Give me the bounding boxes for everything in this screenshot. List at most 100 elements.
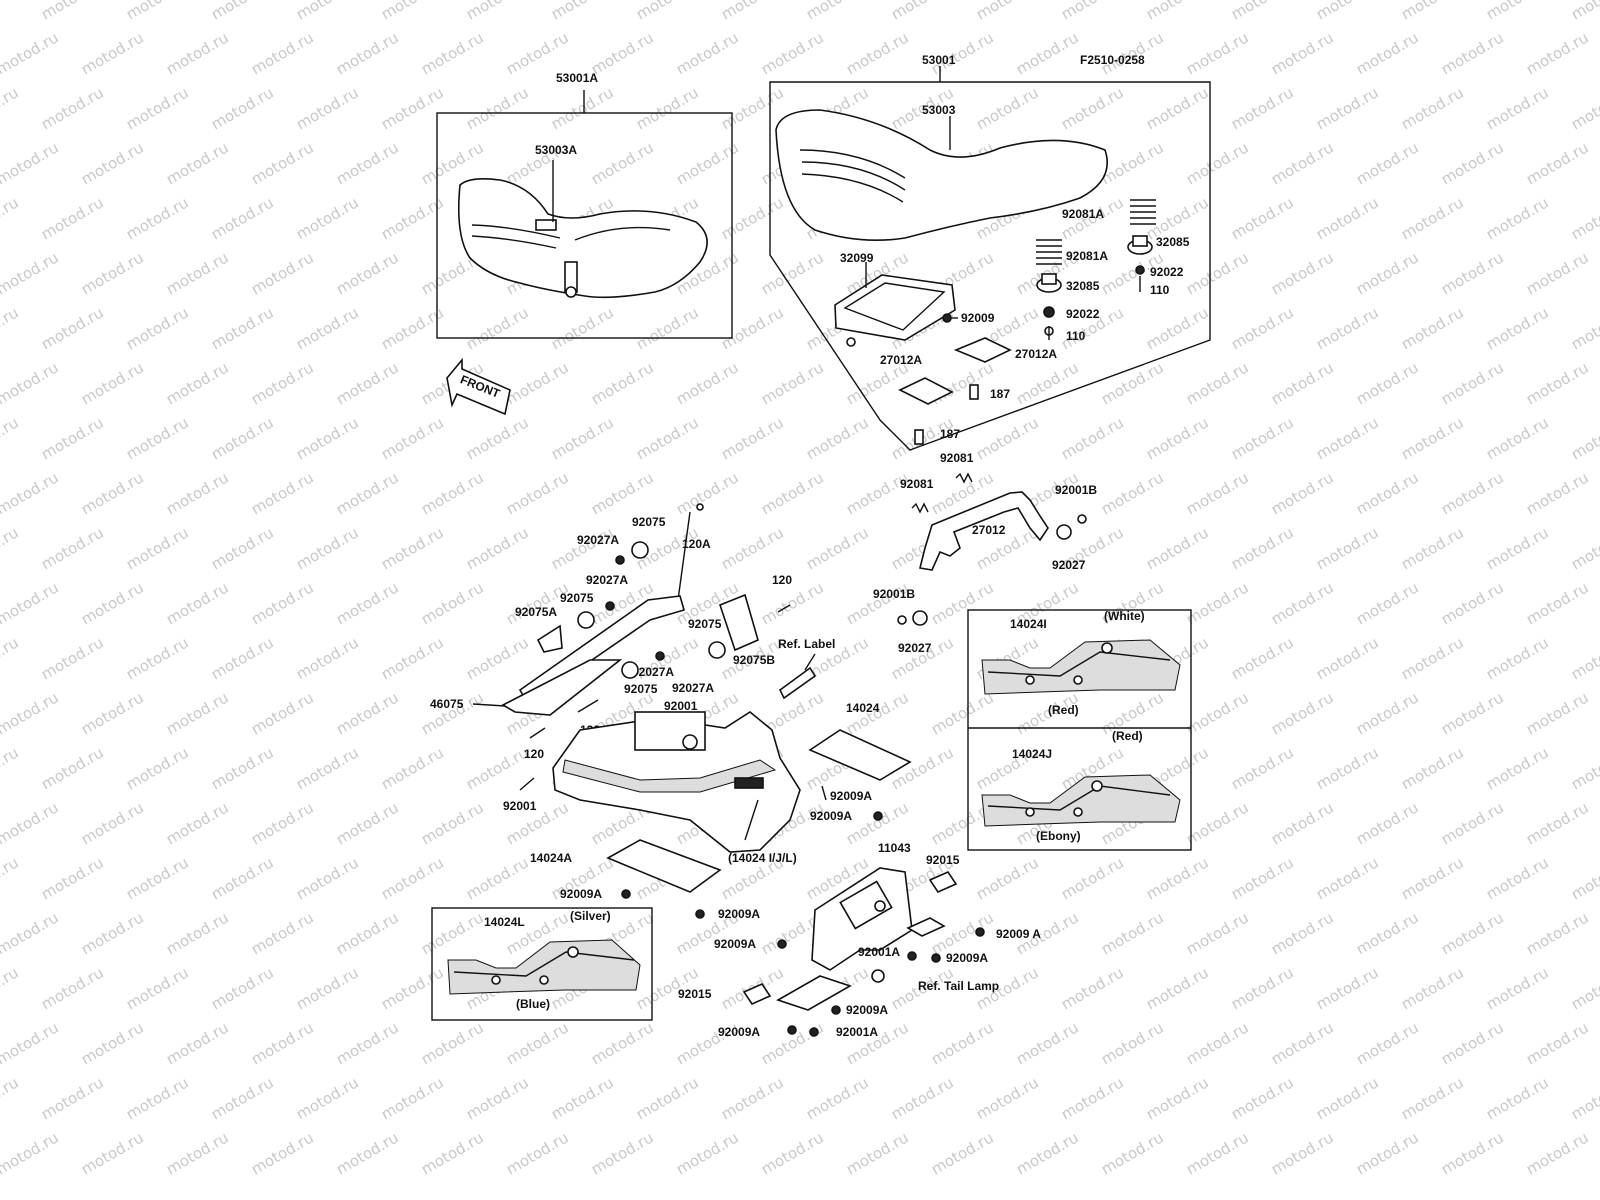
watermark-text: motod.ru (1228, 1073, 1297, 1123)
watermark-text: motod.ru (633, 83, 702, 133)
watermark-text: motod.ru (1483, 853, 1552, 903)
watermark-text: motod.ru (293, 0, 362, 23)
label-92001-2: 92001 (503, 799, 537, 813)
watermark-text: motod.ru (633, 413, 702, 463)
watermark-text: motod.ru (1313, 1073, 1382, 1123)
label-92081-2: 92081 (900, 477, 934, 491)
label-14024-ijl: (14024 I/J/L) (728, 851, 797, 865)
plate-46075 (501, 659, 623, 716)
watermark-text: motod.ru (1523, 248, 1592, 298)
watermark-text: motod.ru (38, 0, 107, 23)
watermark-text: motod.ru (418, 578, 487, 628)
figure-id: F2510-0258 (1080, 53, 1145, 67)
watermark-text: motod.ru (1398, 83, 1467, 133)
watermark-text: motod.ru (208, 853, 277, 903)
label-14024j-bottom-color: (Ebony) (1036, 829, 1081, 843)
watermark-text: motod.ru (38, 743, 107, 793)
watermark-text: motod.ru (208, 303, 277, 353)
watermark-text: motod.ru (0, 303, 22, 353)
watermark-text: motod.ru (163, 908, 232, 958)
watermark-text: motod.ru (1438, 798, 1507, 848)
watermark-text: motod.ru (123, 83, 192, 133)
watermark-text: motod.ru (1398, 303, 1467, 353)
watermark-text: motod.ru (1313, 853, 1382, 903)
label-14024l-top-color: (Silver) (570, 909, 611, 923)
watermark-text: motod.ru (0, 83, 22, 133)
watermark-text: motod.ru (1268, 688, 1337, 738)
label-92001b-2: 92001B (873, 587, 915, 601)
watermark-text: motod.ru (1143, 303, 1212, 353)
watermark-text: motod.ru (333, 1128, 402, 1178)
watermark-text: motod.ru (588, 1128, 657, 1178)
watermark-text: motod.ru (1143, 963, 1212, 1013)
watermark-text: motod.ru (718, 523, 787, 573)
watermark-text: motod.ru (378, 0, 447, 23)
watermark-text: motod.ru (548, 413, 617, 463)
watermark-text: motod.ru (1483, 303, 1552, 353)
watermark-text: motod.ru (973, 1073, 1042, 1123)
watermark-text: motod.ru (163, 578, 232, 628)
watermark-text: motod.ru (1353, 798, 1422, 848)
watermark-text: motod.ru (843, 468, 912, 518)
label-ref-tail-lamp: Ref. Tail Lamp (918, 979, 999, 993)
label-92075-2: 92075 (560, 591, 594, 605)
label-14024i-top-color: (White) (1104, 609, 1145, 623)
watermark-text: motod.ru (1438, 468, 1507, 518)
label-92075-1: 92075 (632, 515, 666, 529)
watermark-text: motod.ru (718, 303, 787, 353)
watermark-text: motod.ru (1313, 193, 1382, 243)
variant-frame-l (431, 907, 653, 1021)
watermark-text: motod.ru (1228, 0, 1297, 23)
watermark-text: motod.ru (588, 358, 657, 408)
label-92027-2: 92027 (898, 641, 932, 655)
label-120a-1: 120A (682, 537, 711, 551)
watermark-text: motod.ru (333, 578, 402, 628)
watermark-text: motod.ru (1268, 908, 1337, 958)
variant-14024j: 14024J (Red) (Ebony) (981, 729, 1181, 843)
watermark-text: motod.ru (758, 578, 827, 628)
watermark-text: motod.ru (293, 303, 362, 353)
watermark-text: motod.ru (1353, 358, 1422, 408)
watermark-text: motod.ru (163, 1128, 232, 1178)
watermark-text: motod.ru (1183, 1018, 1252, 1068)
watermark-text: motod.ru (1313, 83, 1382, 133)
seat-a-icon (457, 178, 708, 299)
label-32085-1: 32085 (1156, 235, 1190, 249)
watermark-text: motod.ru (1183, 908, 1252, 958)
watermark-text: motod.ru (463, 743, 532, 793)
watermark-text: motod.ru (718, 0, 787, 23)
label-92001-1: 92001 (664, 699, 698, 713)
watermark-text: motod.ru (1058, 1073, 1127, 1123)
label-27012: 27012 (972, 523, 1006, 537)
watermark-text: motod.ru (0, 798, 62, 848)
watermark-text: motod.ru (418, 1128, 487, 1178)
watermark-text: motod.ru (503, 1128, 572, 1178)
label-92009a-8: 92009A (846, 1003, 888, 1017)
label-53001a: 53001A (556, 71, 598, 85)
watermark-text: motod.ru (293, 413, 362, 463)
label-92001a-1: 92001A (858, 945, 900, 959)
variant-14024i: 14024I (White) (Red) (981, 609, 1181, 717)
watermark-text: motod.ru (1398, 743, 1467, 793)
watermark-text: motod.ru (718, 193, 787, 243)
watermark-text: motod.ru (293, 853, 362, 903)
label-14024: 14024 (846, 701, 880, 715)
watermark-text: motod.ru (333, 28, 402, 78)
watermark-text: motod.ru (973, 0, 1042, 23)
label-92009a-6: 92009 A (996, 927, 1041, 941)
watermark-text: motod.ru (248, 578, 317, 628)
watermark-text: motod.ru (1183, 358, 1252, 408)
watermark-text: motod.ru (1398, 193, 1467, 243)
watermark-text: motod.ru (463, 303, 532, 353)
watermark-text: motod.ru (1013, 28, 1082, 78)
watermark-text: motod.ru (1398, 0, 1467, 23)
watermark-text: motod.ru (1058, 0, 1127, 23)
watermark-text: motod.ru (1483, 83, 1552, 133)
watermark-text: motod.ru (78, 468, 147, 518)
watermark-text: motod.ru (0, 633, 22, 683)
label-14024i-bottom-color: (Red) (1048, 703, 1079, 717)
watermark-text: motod.ru (38, 413, 107, 463)
watermark-text: motod.ru (1353, 248, 1422, 298)
watermark-text: motod.ru (1098, 138, 1167, 188)
label-14024l-bottom-color: (Blue) (516, 997, 550, 1011)
